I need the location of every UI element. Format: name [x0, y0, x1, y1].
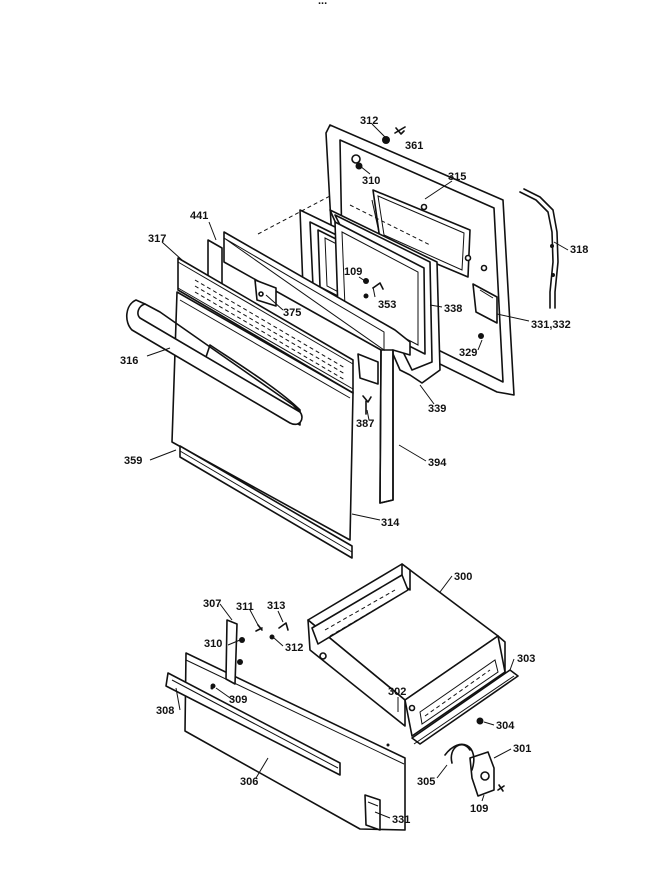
part-label-312: 312 [360, 115, 378, 127]
part-label-375: 375 [283, 307, 301, 319]
part-label-315: 315 [448, 171, 466, 183]
part-label-441: 441 [190, 210, 208, 222]
part-label-311: 311 [236, 601, 254, 613]
drawer-bracket [210, 619, 289, 689]
door-gasket [519, 188, 559, 309]
part-label-305: 305 [417, 776, 435, 788]
part-label-306: 306 [240, 776, 258, 788]
part-label-331-332: 331,332 [531, 319, 571, 331]
header-fragment: ... [318, 0, 327, 7]
leader-lines [146, 123, 569, 819]
part-label-316: 316 [120, 355, 138, 367]
part-label-303: 303 [517, 653, 535, 665]
part-label-359: 359 [124, 455, 142, 467]
part-label-310-drawer: 310 [204, 638, 222, 650]
part-label-394: 394 [428, 457, 447, 469]
bottom-door-trim [179, 445, 353, 559]
drawer-roller-assembly [444, 717, 505, 797]
part-label-387: 387 [356, 418, 374, 430]
drawer-side-bracket [364, 794, 381, 831]
part-label-300: 300 [454, 571, 472, 583]
part-label-313: 313 [267, 600, 285, 612]
part-label-314: 314 [381, 517, 400, 529]
part-label-329: 329 [459, 347, 477, 359]
part-label-310: 310 [362, 175, 380, 187]
drawer-body [307, 563, 506, 737]
door-liner [329, 209, 441, 384]
part-label-331: 331 [392, 814, 410, 826]
drawer-handle [165, 672, 341, 776]
door-handle [126, 299, 303, 426]
part-label-338: 338 [444, 303, 462, 315]
part-label-109: 109 [344, 266, 362, 278]
part-label-301: 301 [513, 743, 531, 755]
drawer-slide-rail [411, 669, 519, 745]
part-labels: 312 361 310 315 318 441 317 109 353 375 … [120, 115, 588, 826]
part-label-339: 339 [428, 403, 446, 415]
door-fasteners [355, 126, 484, 415]
part-label-308: 308 [156, 705, 174, 717]
part-label-309: 309 [229, 694, 247, 706]
part-label-317: 317 [148, 233, 166, 245]
part-label-109-drawer: 109 [470, 803, 488, 815]
part-label-307: 307 [203, 598, 221, 610]
door-frame-side [207, 231, 411, 504]
part-label-353: 353 [378, 299, 396, 311]
part-label-304: 304 [496, 720, 515, 732]
part-label-361: 361 [405, 140, 423, 152]
part-label-312-drawer: 312 [285, 642, 303, 654]
part-label-302: 302 [388, 686, 406, 698]
part-label-318: 318 [570, 244, 588, 256]
